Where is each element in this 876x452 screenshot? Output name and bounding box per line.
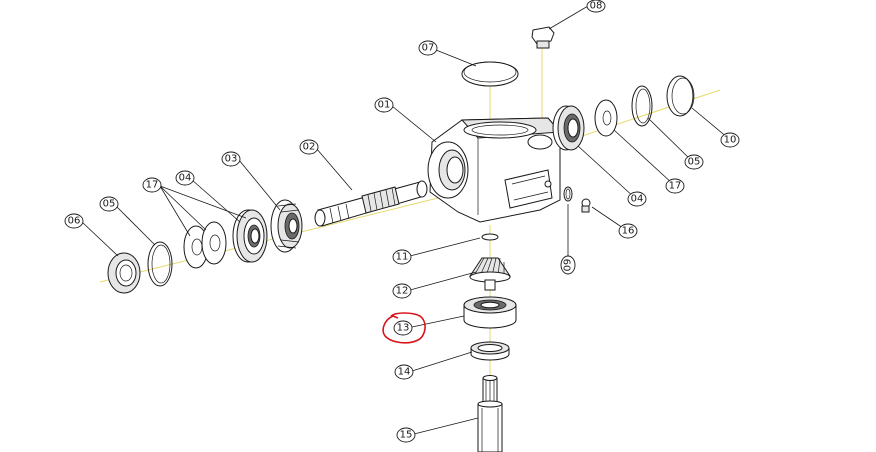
callout-05-right: 05 [684,154,704,170]
part-11-washer [481,233,499,241]
label-05-left: 05 [103,199,116,210]
label-01: 01 [378,100,391,111]
part-09-o-ring [563,186,573,202]
label-08: 08 [590,1,603,12]
callout-13: 13 [393,320,413,336]
part-06-oil-seal [107,252,141,294]
callout-03: 03 [221,151,241,167]
part-13-bearing [463,296,517,329]
label-12: 12 [396,286,409,297]
callout-05-left: 05 [99,196,119,212]
label-06: 06 [68,216,81,227]
label-04-right: 04 [631,194,644,205]
part-10-end-cap [666,75,695,117]
callout-15: 15 [396,427,416,443]
leader-lines [81,5,729,435]
callout-02: 02 [299,139,319,155]
label-04-left: 04 [179,173,192,184]
part-05-circlip-right [631,85,653,127]
label-14: 14 [398,367,411,378]
label-11: 11 [396,252,409,263]
part-05-circlip-left [147,241,173,287]
callout-11: 11 [392,249,412,265]
callout-06: 06 [64,213,84,229]
callout-17-left: 17 [142,177,162,193]
part-17-shims-left [183,221,227,269]
callout-09: 09 [560,255,576,275]
part-15-output-shaft [477,375,503,452]
label-13: 13 [397,323,410,334]
callout-01: 01 [374,97,394,113]
part-12-pinion-gear [469,257,511,291]
label-16: 16 [622,226,635,237]
label-03: 03 [225,154,238,165]
part-04-bearing-left [232,209,268,263]
callout-04-right: 04 [627,191,647,207]
callout-04-left: 04 [175,170,195,186]
part-02-input-shaft [314,180,428,227]
part-08-plug [531,26,555,49]
callout-10: 10 [720,132,740,148]
part-04-bearing-right [552,105,585,151]
label-15: 15 [400,430,413,441]
part-17-shim-right [594,99,618,137]
label-17-left: 17 [146,180,159,191]
label-10: 10 [724,135,737,146]
axis-lines [99,45,721,385]
part-01-gearbox-housing [427,117,562,223]
part-03-bevel-gear [270,199,303,253]
callout-08: 08 [586,0,606,13]
highlight-circle-13 [382,312,426,344]
callout-16: 16 [618,223,638,239]
label-09: 09 [563,259,574,272]
label-17-right: 17 [669,181,682,192]
callout-07: 07 [418,40,438,56]
part-16-breather [581,198,591,213]
label-05-right: 05 [688,157,701,168]
part-14-oil-seal [470,341,510,361]
callout-17-right: 17 [665,178,685,194]
part-07-cover-plate [461,61,519,87]
label-02: 02 [303,142,316,153]
callout-12: 12 [392,283,412,299]
callout-14: 14 [394,364,414,380]
label-07: 07 [422,43,435,54]
